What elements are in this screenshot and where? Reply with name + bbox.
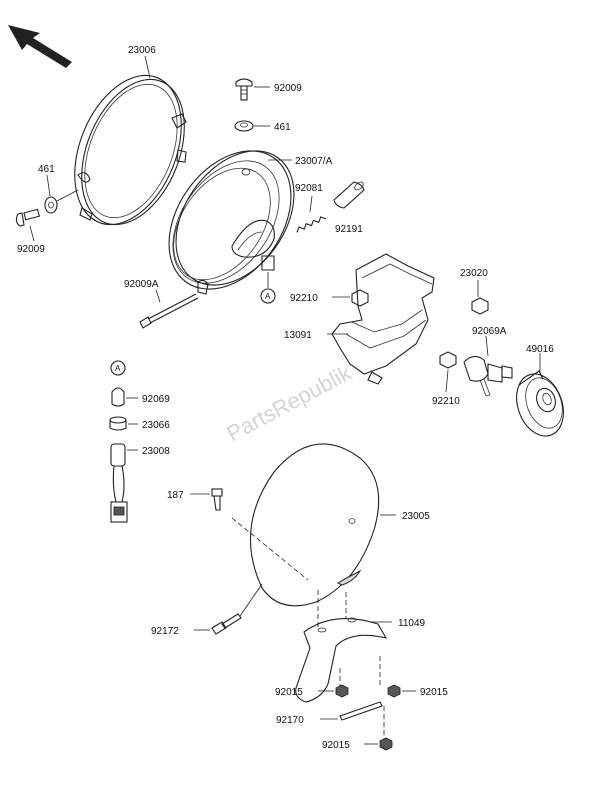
callout-a-letter-top: A — [265, 292, 271, 301]
nut-92015-left — [335, 684, 349, 698]
leader-461-left — [46, 174, 51, 197]
part-label-13091: 13091 — [284, 330, 312, 341]
part-label-92210-bottom: 92210 — [432, 396, 460, 407]
leader-92081 — [309, 195, 313, 213]
part-label-23066: 23066 — [142, 420, 170, 431]
bracket-11049 — [295, 590, 388, 703]
part-label-23006: 23006 — [128, 45, 156, 56]
callout-a-letter-left: A — [115, 364, 121, 373]
part-label-92015-right: 92015 — [420, 687, 448, 698]
part-label-92009-top: 92009 — [274, 83, 302, 94]
leader-23006 — [144, 55, 151, 79]
tube-92191 — [333, 181, 365, 209]
dust-boot-49016 — [516, 370, 564, 437]
bolt-92172 — [211, 613, 242, 635]
clip-92210-bottom — [439, 351, 457, 369]
washer-461-right — [234, 120, 254, 132]
part-label-92191: 92191 — [335, 224, 363, 235]
part-label-92069A: 92069A — [472, 326, 507, 337]
leader-92009A — [155, 289, 161, 303]
bulb-92069 — [111, 387, 125, 407]
part-label-92015-left: 92015 — [275, 687, 303, 698]
part-label-92015-bottom: 92015 — [322, 740, 350, 751]
part-label-187: 187 — [167, 490, 184, 501]
nut-92015-right — [387, 684, 401, 698]
reflector-unit — [168, 150, 295, 295]
bulb-92069A — [463, 355, 513, 397]
callout-a-circle-top — [260, 288, 276, 304]
part-label-461-left: 461 — [38, 164, 55, 175]
part-label-92009A: 92009A — [124, 279, 159, 290]
part-label-92210-top: 92210 — [290, 293, 318, 304]
part-label-92069: 92069 — [142, 394, 170, 405]
leader-92069A — [485, 335, 489, 357]
nut-92015-bottom — [379, 737, 393, 751]
part-label-23007A: 23007/A — [295, 156, 333, 167]
watermark: PartsRepublik — [223, 360, 357, 447]
leader-92172 — [239, 583, 263, 617]
callout-a-circle-left — [110, 360, 126, 376]
bolt-187 — [211, 488, 223, 511]
part-label-92170: 92170 — [276, 715, 304, 726]
headlight-shell-23005 — [231, 443, 380, 607]
spring-92081 — [296, 216, 327, 233]
leader-washer-to-rim — [56, 189, 79, 202]
part-label-23020: 23020 — [460, 268, 488, 279]
socket-harness-23008 — [110, 443, 128, 523]
headlight-rim — [74, 74, 187, 226]
screw-92009-left — [15, 208, 41, 227]
socket-23066 — [109, 416, 127, 431]
screw-92009A — [139, 293, 199, 329]
part-label-461-right: 461 — [274, 122, 291, 133]
part-label-11049: 11049 — [398, 618, 426, 629]
direction-arrow-icon — [8, 25, 72, 68]
part-label-23005: 23005 — [402, 511, 430, 522]
screw-92009-top — [235, 78, 253, 101]
washer-461-left — [44, 196, 58, 214]
plate-92170 — [339, 701, 383, 721]
part-label-92009-left: 92009 — [17, 244, 45, 255]
part-label-92081: 92081 — [295, 183, 323, 194]
rubber-23020 — [471, 297, 489, 315]
housing-bracket-13091 — [331, 253, 435, 385]
leader-92210-bottom — [445, 369, 449, 393]
part-label-23008: 23008 — [142, 446, 170, 457]
leader-92009-left — [29, 225, 35, 242]
clip-92210-top — [351, 289, 369, 307]
part-label-92172: 92172 — [151, 626, 179, 637]
part-label-49016: 49016 — [526, 344, 554, 355]
